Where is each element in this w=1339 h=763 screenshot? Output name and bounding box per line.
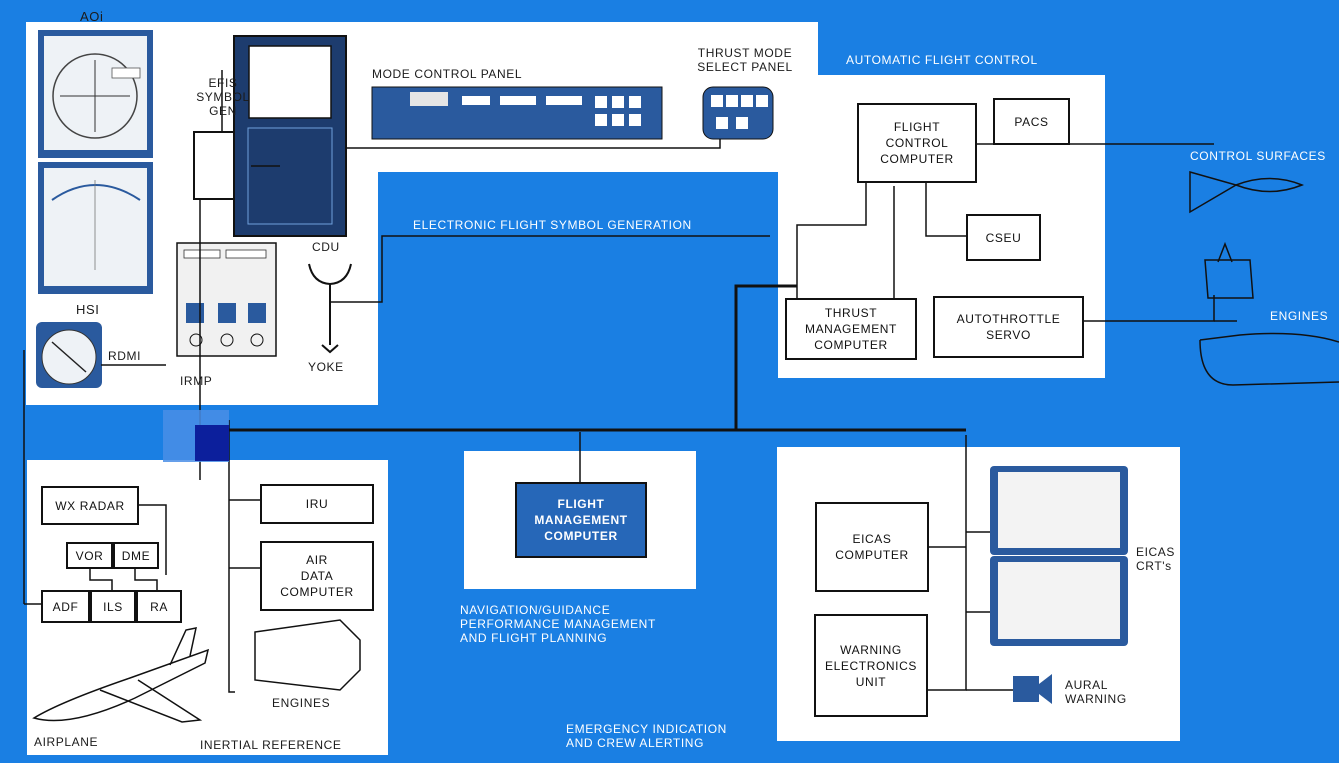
- aoi-label: AOi: [80, 9, 104, 24]
- automatic-flight-control-label: AUTOMATIC FLIGHT CONTROL: [846, 53, 1038, 67]
- cdu-label: CDU: [312, 240, 340, 254]
- mode-control-panel-illustration: [371, 86, 663, 140]
- aural-warning-label: AURAL WARNING: [1065, 678, 1127, 706]
- air-data-computer-box: AIR DATA COMPUTER: [260, 541, 374, 611]
- inertial-reference-label: INERTIAL REFERENCE: [200, 738, 342, 752]
- flight-management-computer-box: FLIGHT MANAGEMENT COMPUTER: [515, 482, 647, 558]
- rdmi-instrument-illustration: [36, 322, 102, 388]
- aoi-display-illustration: [38, 30, 153, 158]
- flight-control-computer-box: FLIGHT CONTROL COMPUTER: [857, 103, 977, 183]
- aural-warning-illustration: [1013, 674, 1052, 704]
- navigation-guidance-label: NAVIGATION/GUIDANCE PERFORMANCE MANAGEME…: [460, 603, 656, 645]
- engines-left-label: ENGINES: [272, 696, 331, 710]
- cdu-illustration: [233, 35, 347, 237]
- hsi-label: HSI: [76, 302, 100, 317]
- hsi-display-illustration: [38, 162, 153, 294]
- warning-electronics-unit-box: WARNING ELECTRONICS UNIT: [814, 614, 928, 717]
- bus-junction-illustration: [163, 410, 229, 462]
- engines-right-illustration: [1199, 241, 1339, 386]
- thrust-mode-select-illustration: [702, 86, 774, 140]
- irmp-label: IRMP: [180, 374, 213, 388]
- wx-radar-box: WX RADAR: [41, 486, 139, 525]
- pacs-box: PACS: [993, 98, 1070, 145]
- iru-box: IRU: [260, 484, 374, 524]
- engines-left-illustration: [254, 619, 361, 691]
- vor-box: VOR: [66, 542, 113, 569]
- engines-right-label: ENGINES: [1270, 309, 1329, 323]
- ra-box: RA: [136, 590, 182, 623]
- airplane-label: AIRPLANE: [34, 735, 99, 749]
- autothrottle-servo-box: AUTOTHROTTLE SERVO: [933, 296, 1084, 358]
- rdmi-label: RDMI: [108, 349, 142, 363]
- airplane-illustration: [32, 627, 210, 723]
- dme-box: DME: [113, 542, 159, 569]
- adf-box: ADF: [41, 590, 90, 623]
- yoke-illustration: [308, 263, 352, 354]
- eicas-crts-illustration: [990, 466, 1128, 646]
- efis-symbol-gen-label: EFIS SYMBOL GEN: [196, 76, 250, 118]
- eicas-crts-label: EICAS CRT's: [1136, 545, 1176, 573]
- cseu-box: CSEU: [966, 214, 1041, 261]
- thrust-mode-select-panel-label: THRUST MODE SELECT PANEL: [697, 46, 793, 74]
- mode-control-panel-label: MODE CONTROL PANEL: [372, 67, 523, 81]
- ils-box: ILS: [90, 590, 136, 623]
- control-surfaces-illustration: [1189, 171, 1304, 214]
- control-surfaces-label: CONTROL SURFACES: [1190, 149, 1326, 163]
- emergency-indication-label: EMERGENCY INDICATION AND CREW ALERTING: [566, 722, 727, 750]
- thrust-management-computer-box: THRUST MANAGEMENT COMPUTER: [785, 298, 917, 360]
- electronic-flight-symbol-generation-label: ELECTRONIC FLIGHT SYMBOL GENERATION: [413, 218, 692, 232]
- yoke-label: YOKE: [308, 360, 344, 374]
- irmp-illustration: [176, 242, 277, 357]
- eicas-computer-box: EICAS COMPUTER: [815, 502, 929, 592]
